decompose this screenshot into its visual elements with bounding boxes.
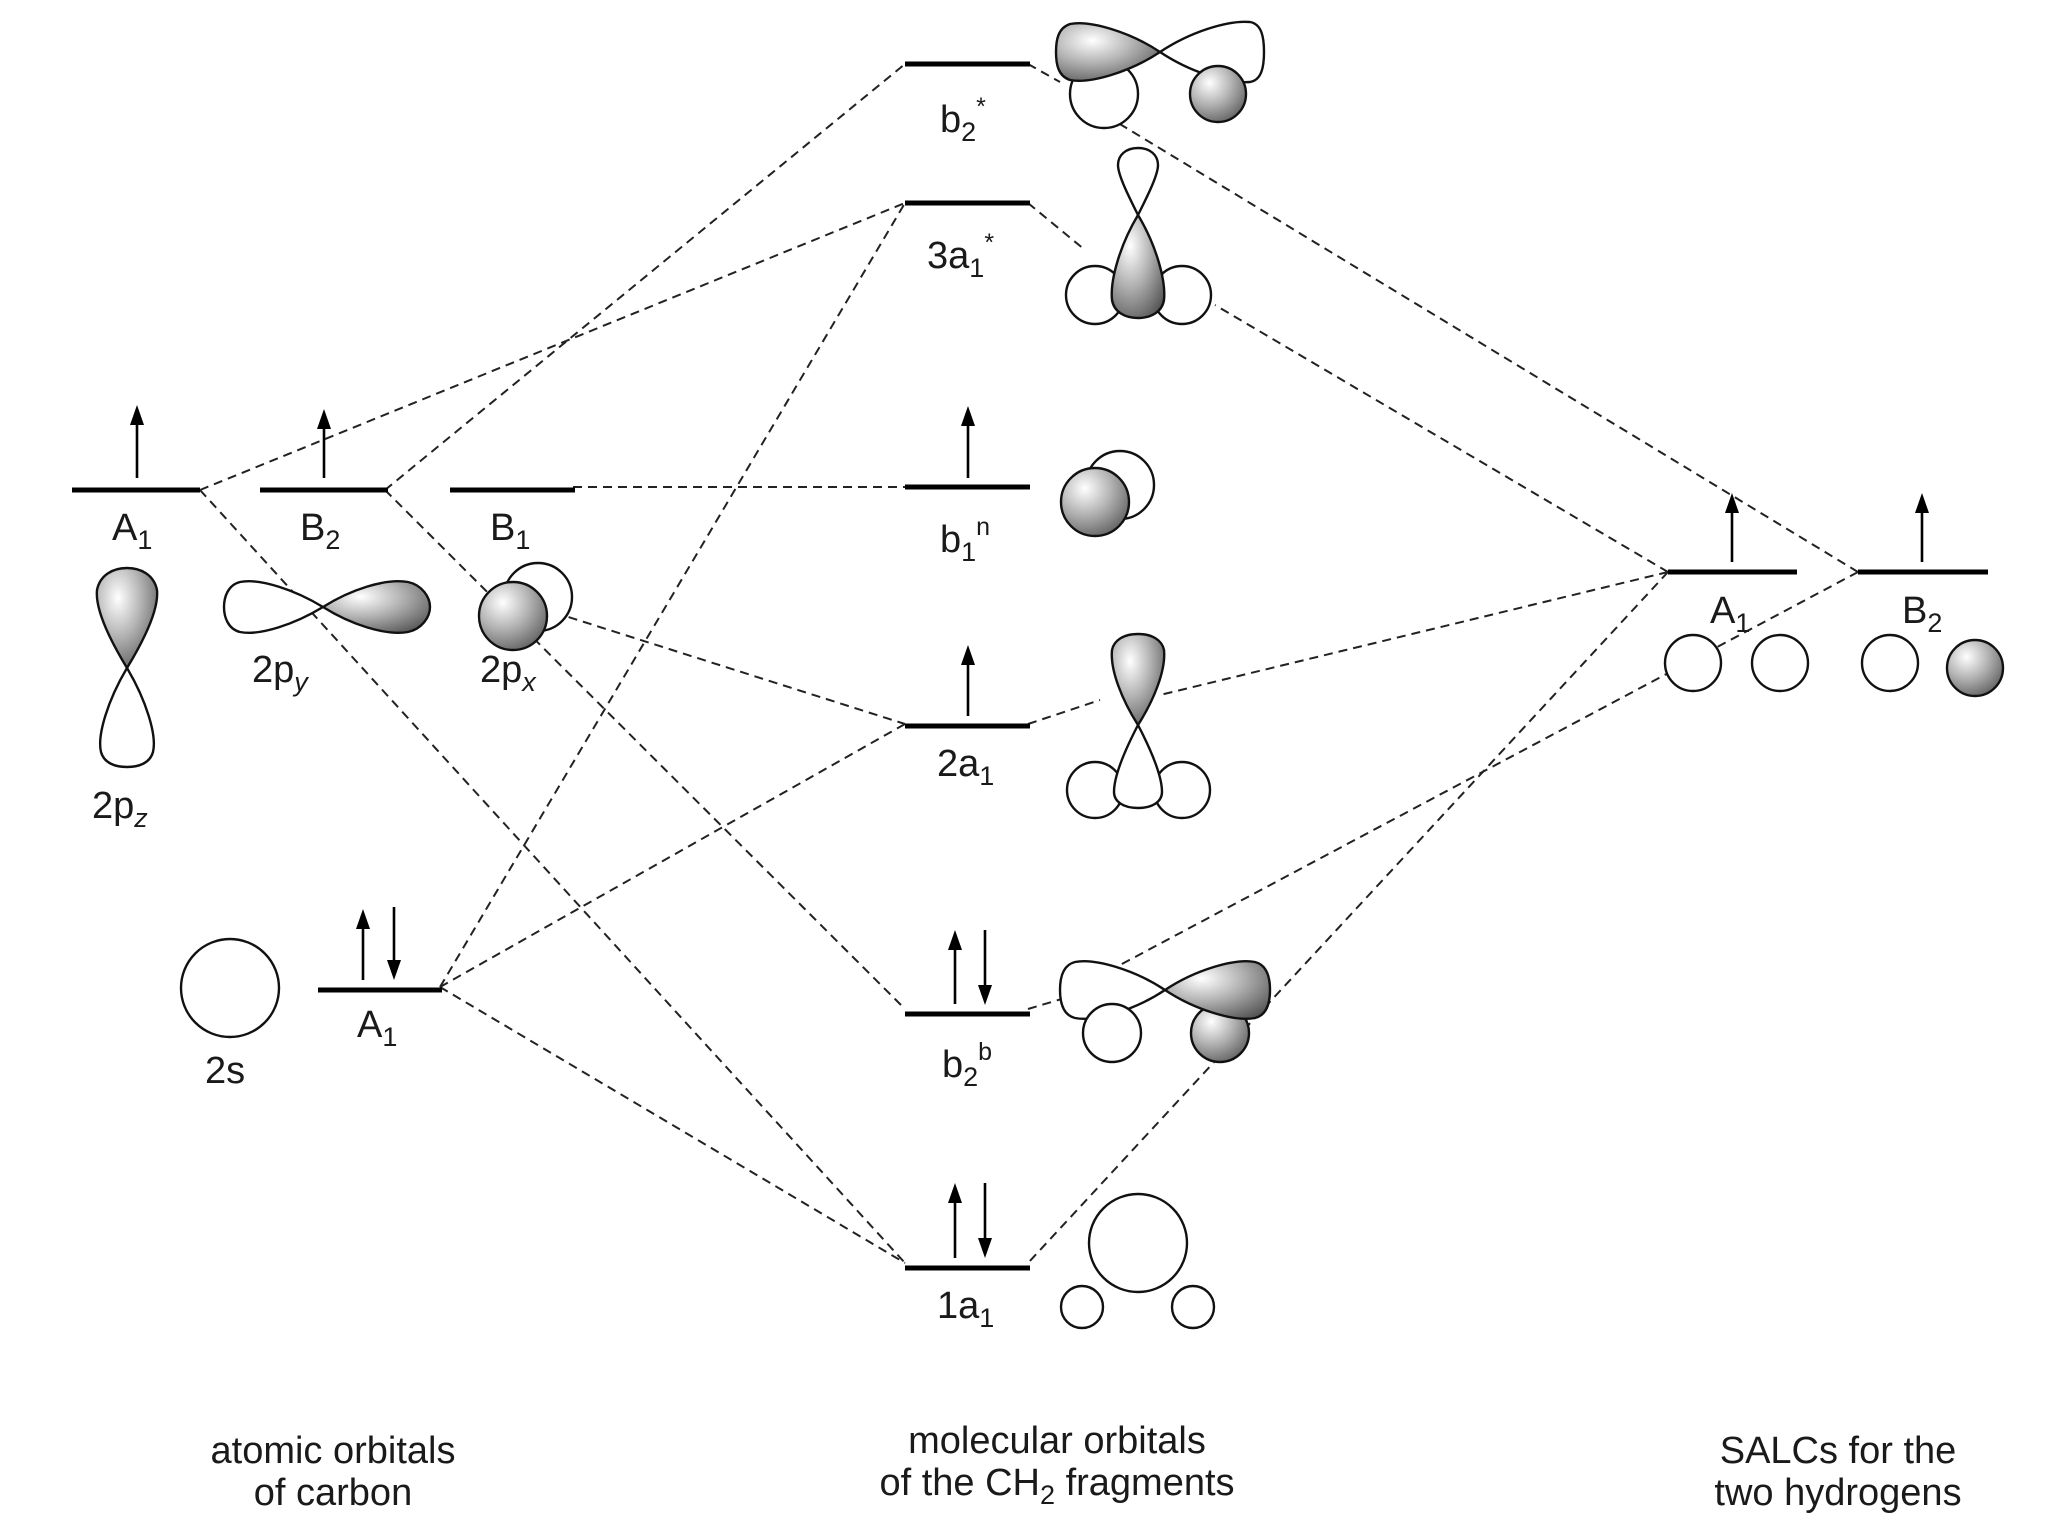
- electron-down-arrow: [978, 1183, 992, 1258]
- corr-px-to-2a1: [539, 607, 906, 725]
- label-b2-star: b2*: [940, 93, 986, 147]
- corr-salc-a1-to-1a1: [1027, 571, 1669, 1264]
- label-2px: 2px: [480, 649, 537, 697]
- conn-b2b: [1027, 997, 1066, 1010]
- orbital-picture-salc-b2: [1860, 633, 2005, 698]
- label-1a1: 1a1: [937, 1285, 994, 1333]
- corr-a1-to-1a1: [199, 489, 906, 1264]
- orbital-picture-b1-n: [1059, 449, 1156, 538]
- electron-down-arrow: [978, 930, 992, 1005]
- orbital-2px: [477, 561, 574, 652]
- label-carbon-a1-bottom: A1: [357, 1004, 397, 1052]
- electrons: [130, 405, 1929, 1258]
- orbital-2s: [179, 937, 281, 1039]
- corr-b2-to-b2star: [384, 63, 906, 491]
- label-carbon-b2: B2: [300, 507, 340, 555]
- label-3a1-star: 3a1*: [927, 229, 994, 283]
- label-2py: 2py: [252, 649, 309, 697]
- caption-salc: SALCs for the two hydrogens: [1714, 1430, 1961, 1514]
- electron-up-arrow: [948, 930, 962, 1004]
- correlation-lines: [199, 63, 1859, 1264]
- svg-text:molecular orbitals: molecular orbitals: [908, 1420, 1206, 1462]
- label-carbon-b1: B1: [490, 507, 530, 555]
- orbital-picture-b2-b: [1058, 960, 1272, 1064]
- orbital-picture-1a1: [1059, 1192, 1216, 1330]
- svg-text:two hydrogens: two hydrogens: [1714, 1472, 1961, 1514]
- corr-2s-to-3a1star: [439, 202, 906, 988]
- conn-2a1: [1027, 699, 1101, 725]
- conn-3a1star: [1027, 202, 1086, 251]
- electron-down-arrow: [387, 907, 401, 980]
- corr-2s-to-2a1: [439, 723, 906, 988]
- orbital-picture-3a1-star: [1064, 146, 1213, 326]
- caption-ch2-fragment: molecular orbitals of the CH2 fragments: [879, 1420, 1234, 1510]
- label-carbon-a1-top: A1: [112, 507, 152, 555]
- energy-levels: [72, 61, 1988, 1271]
- svg-text:of carbon: of carbon: [254, 1472, 412, 1514]
- label-b2-b: b2b: [942, 1038, 992, 1092]
- electron-up-arrow: [356, 909, 370, 980]
- corr-b2-to-b2b: [384, 489, 906, 1010]
- electron-up-arrow: [948, 1183, 962, 1258]
- orbital-picture-b2-star: [1054, 20, 1266, 130]
- orbital-picture-2a1: [1065, 632, 1212, 820]
- electron-up-arrow: [961, 645, 975, 716]
- corr-a1-to-3a1star: [199, 202, 906, 491]
- label-2pz: 2pz: [92, 785, 148, 833]
- corr-salc-b2-to-b2star: [1104, 114, 1859, 573]
- orbital-picture-salc-a1: [1663, 633, 1810, 693]
- orbital-2py: [222, 580, 432, 634]
- electron-up-arrow: [317, 409, 331, 478]
- label-2a1: 2a1: [937, 743, 994, 791]
- svg-text:of the CH2 fragments: of the CH2 fragments: [879, 1462, 1234, 1510]
- electron-up-arrow: [130, 405, 144, 478]
- electron-up-arrow: [961, 406, 975, 478]
- corr-salc-a1-to-3a1star: [1214, 304, 1669, 573]
- svg-text:atomic orbitals: atomic orbitals: [211, 1430, 456, 1472]
- label-b1-n: b1n: [940, 513, 990, 567]
- electron-up-arrow: [1915, 493, 1929, 562]
- electron-up-arrow: [1725, 493, 1739, 562]
- conn-b2star: [1027, 63, 1061, 83]
- corr-salc-a1-to-2a1: [1159, 571, 1669, 696]
- corr-salc-b2-to-b2b: [1119, 571, 1859, 966]
- label-salc-b2: B2: [1902, 590, 1942, 638]
- label-2s: 2s: [205, 1050, 245, 1092]
- corr-2s-to-1a1: [439, 986, 906, 1264]
- label-salc-a1: A1: [1710, 590, 1750, 638]
- level-labels: A1 B2 B1 A1 b2* 3a1* b1n 2a1 b2b 1a1 A1 …: [112, 93, 1942, 1333]
- svg-text:SALCs for the: SALCs for the: [1720, 1430, 1957, 1472]
- orbital-2pz: [95, 566, 159, 769]
- caption-atomic-orbitals: atomic orbitals of carbon: [211, 1430, 456, 1514]
